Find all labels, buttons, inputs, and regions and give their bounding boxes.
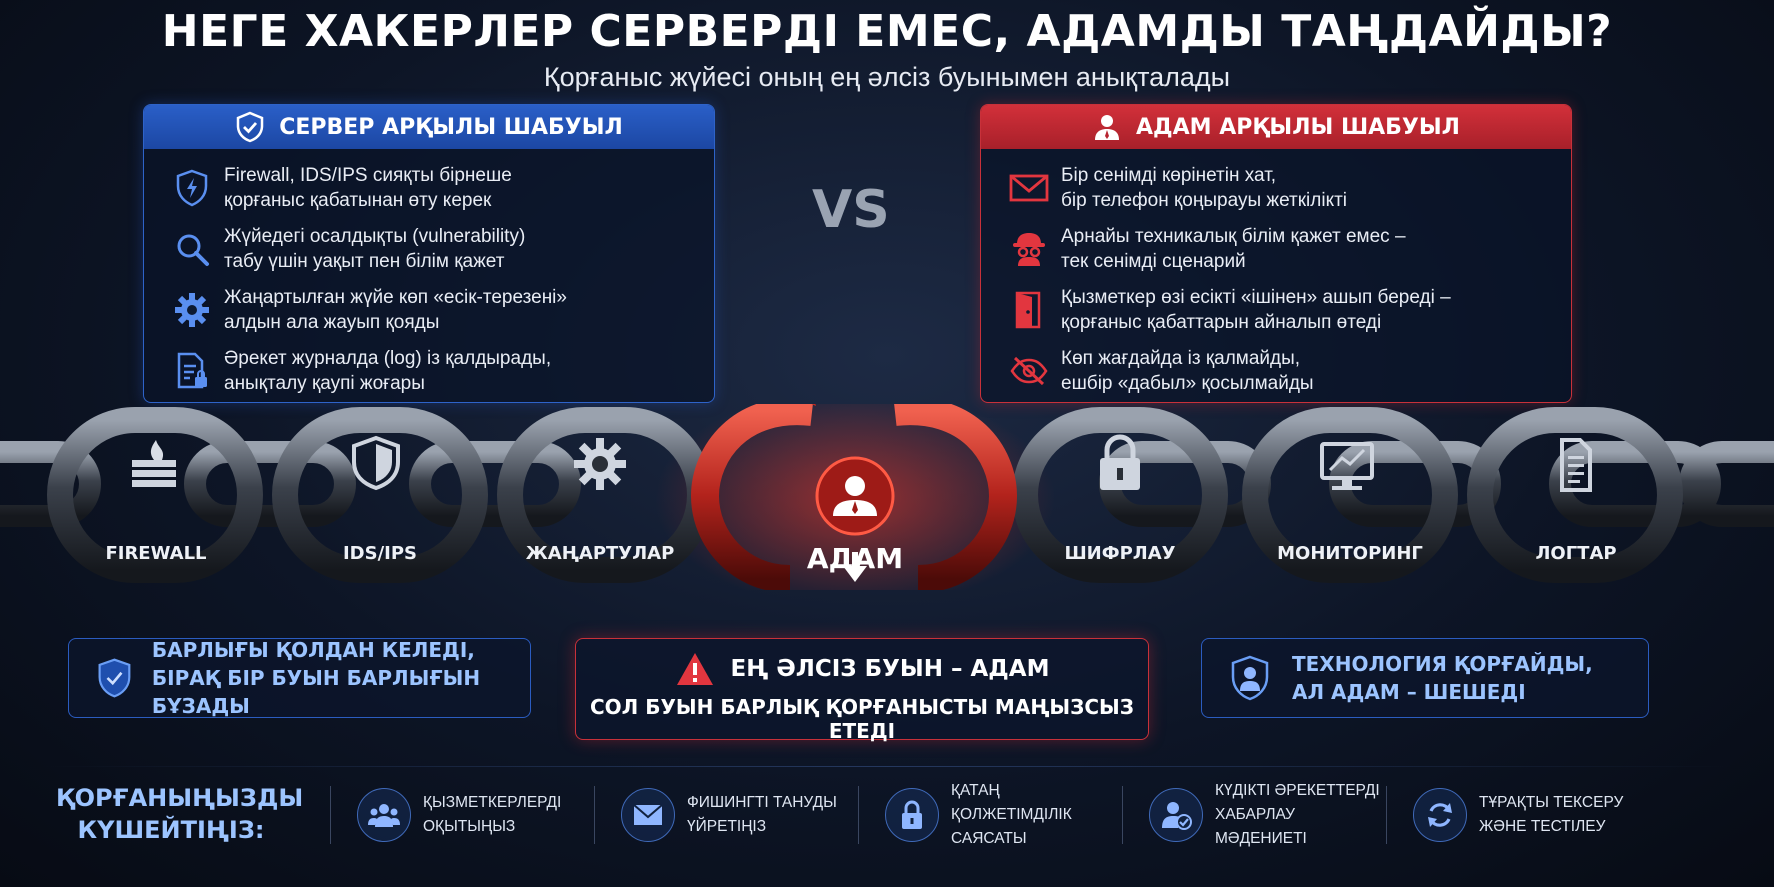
shield-check-icon bbox=[98, 658, 131, 698]
gear-icon bbox=[175, 292, 209, 327]
chain-label-updates: ЖАҢАРТУЛАР bbox=[525, 543, 675, 564]
server-item: Әрекет журналда (log) із қалдырады,анықт… bbox=[160, 340, 698, 401]
magnifier-icon bbox=[177, 234, 209, 266]
shield-bolt-icon bbox=[176, 169, 208, 206]
chain-label-monitoring: МОНИТОРИНГ bbox=[1277, 543, 1423, 564]
shield-check-icon bbox=[236, 111, 264, 143]
strengthen-title: ҚОРҒАНЫҢЫЗДЫ КҮШЕЙТІҢІЗ: bbox=[56, 784, 304, 844]
server-item: Жаңартылған жүйе көп «есік-терезені»алды… bbox=[160, 279, 698, 340]
padlock-icon bbox=[902, 800, 922, 829]
refresh-icon bbox=[1428, 803, 1452, 827]
page-title: НЕГЕ ХАКЕРЛЕР СЕРВЕРДІ ЕМЕС, АДАМДЫ ТАҢД… bbox=[161, 6, 1613, 57]
shield-icon bbox=[352, 435, 400, 491]
chain-label-firewall: FIREWALL bbox=[105, 543, 207, 564]
users-icon bbox=[368, 804, 400, 827]
envelope-icon bbox=[633, 804, 663, 825]
human-item: Көп жағдайда із қалмайды,ешбір «дабыл» қ… bbox=[997, 340, 1555, 401]
chain-graphic bbox=[0, 404, 1774, 590]
document-lock-icon bbox=[177, 352, 207, 388]
divider bbox=[40, 766, 1734, 767]
callout-middle: ЕҢ ӘЛСІЗ БУЫН – АДАМ СОЛ БУЫН БАРЛЫҚ ҚОР… bbox=[575, 638, 1149, 743]
weakest-link-subtext: СОЛ БУЫН БАРЛЫҚ ҚОРҒАНЫСТЫ МАҢЫЗСЫЗ ЕТЕД… bbox=[590, 695, 1134, 743]
firewall-icon bbox=[132, 440, 176, 487]
document-icon bbox=[1560, 438, 1592, 492]
arrow-down-icon bbox=[843, 552, 867, 582]
server-item: Жүйедегі осалдықты (vulnerability)табу ү… bbox=[160, 218, 698, 279]
server-attack-panel: СЕРВЕР АРҚЫЛЫ ШАБУЫЛ Firewall, IDS/IPS с… bbox=[143, 104, 715, 403]
shield-person-icon bbox=[1231, 655, 1269, 701]
vs-label: VS bbox=[812, 180, 890, 240]
page-subtitle: Қорғаныс жүйесі оның ең әлсіз буынымен а… bbox=[543, 62, 1231, 92]
server-panel-header: СЕРВЕР АРҚЫЛЫ ШАБУЫЛ bbox=[144, 105, 714, 149]
chain-label-logs: ЛОГТАР bbox=[1535, 543, 1617, 564]
gear-icon bbox=[574, 438, 626, 490]
person-icon bbox=[1095, 115, 1120, 140]
weakest-link-headline: ЕҢ ӘЛСІЗ БУЫН – АДАМ bbox=[730, 656, 1050, 682]
human-panel-title: АДАМ АРҚЫЛЫ ШАБУЫЛ bbox=[1136, 114, 1460, 140]
server-panel-title: СЕРВЕР АРҚЫЛЫ ШАБУЫЛ bbox=[279, 114, 623, 140]
human-item: Бір сенімді көрінетін хат,бір телефон қо… bbox=[997, 157, 1555, 218]
human-attack-panel: АДАМ АРҚЫЛЫ ШАБУЫЛ Бір сенімді көрінетін… bbox=[980, 104, 1572, 403]
human-item: Қызметкер өзі есікті «ішінен» ашып беред… bbox=[997, 279, 1555, 340]
human-panel-header: АДАМ АРҚЫЛЫ ШАБУЫЛ bbox=[981, 105, 1571, 149]
open-door-icon bbox=[1015, 291, 1041, 328]
chain-label-encryption: ШИФРЛАУ bbox=[1064, 543, 1176, 564]
monitor-chart-icon bbox=[1320, 442, 1374, 490]
envelope-icon bbox=[1009, 174, 1049, 201]
chain-label-human: АДАМ bbox=[806, 542, 904, 575]
callout-right: ТЕХНОЛОГИЯ ҚОРҒАЙДЫ,АЛ АДАМ – ШЕШЕДІ bbox=[1201, 638, 1649, 718]
eye-off-icon bbox=[1010, 356, 1048, 385]
padlock-icon bbox=[1100, 434, 1140, 490]
human-item: Арнайы техникалық білім қажет емес –тек … bbox=[997, 218, 1555, 279]
user-check-icon bbox=[1162, 802, 1192, 830]
chain-label-ids-ips: IDS/IPS bbox=[342, 543, 418, 564]
warning-icon bbox=[676, 653, 713, 685]
person-icon bbox=[815, 456, 895, 536]
callout-left: БАРЛЫҒЫ ҚОЛДАН КЕЛЕДІ,БІРАҚ БІР БУЫН БАР… bbox=[68, 638, 531, 718]
hacker-icon bbox=[1013, 232, 1045, 266]
